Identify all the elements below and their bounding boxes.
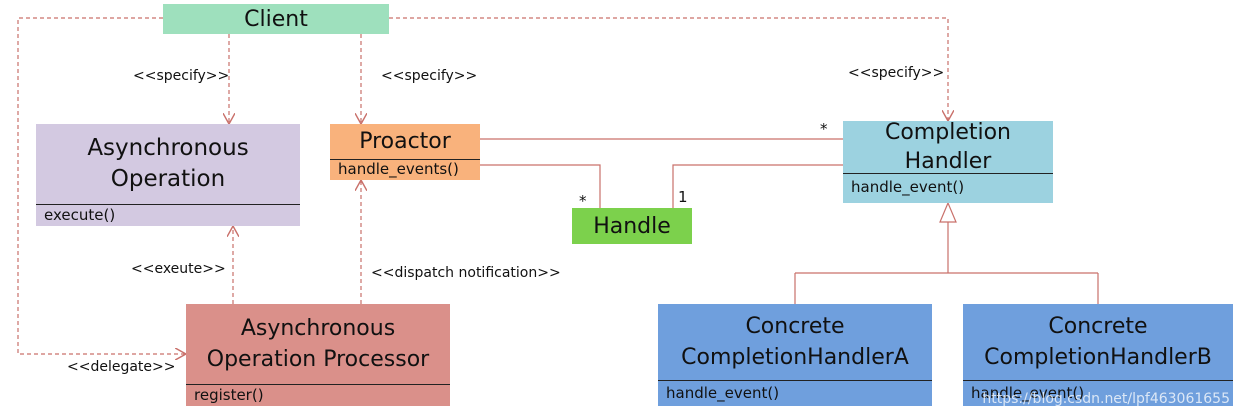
async-operation-box: Asynchronous Operation execute() bbox=[36, 124, 300, 226]
generalization-triangle bbox=[939, 201, 957, 223]
async-operation-method: execute() bbox=[36, 204, 300, 226]
multiplicity-proactor-handle: * bbox=[579, 192, 587, 210]
processor-method: register() bbox=[186, 384, 450, 406]
client-title: Client bbox=[244, 6, 308, 32]
watermark: https://blog.csdn.net/lpf463061655 bbox=[982, 391, 1230, 407]
concrete-handler-b-box: Concrete CompletionHandlerB handle_event… bbox=[963, 304, 1233, 406]
proactor-handle-association bbox=[480, 164, 601, 208]
concrete-handler-b-title: Concrete CompletionHandlerB bbox=[984, 314, 1212, 370]
delegate-label: <<delegate>> bbox=[67, 359, 176, 375]
generalization-line bbox=[794, 222, 1099, 304]
handle-box: Handle bbox=[572, 208, 692, 244]
proactor-title: Proactor bbox=[359, 129, 451, 154]
concrete-handler-a-title: Concrete CompletionHandlerA bbox=[681, 314, 909, 370]
handle-title: Handle bbox=[593, 213, 671, 239]
proactor-box: Proactor handle_events() bbox=[330, 124, 480, 180]
client-processor-delegate bbox=[17, 17, 186, 354]
completion-handler-box: Completion Handler handle_event() bbox=[843, 120, 1053, 203]
multiplicity-proactor-completion: * bbox=[820, 120, 828, 138]
specify-label-proactor: <<specify>> bbox=[381, 68, 478, 84]
specify-label-completion: <<specify>> bbox=[848, 65, 945, 81]
multiplicity-completion-handle: 1 bbox=[678, 188, 688, 206]
processor-box: Asynchronous Operation Processor registe… bbox=[186, 304, 450, 406]
completion-handle-association bbox=[672, 164, 843, 208]
concrete-handler-b-method: handle_event() bbox=[963, 380, 1233, 406]
dispatch-label: <<dispatch notification>> bbox=[371, 265, 561, 281]
processor-title: Asynchronous Operation Processor bbox=[206, 316, 430, 372]
concrete-handler-a-box: Concrete CompletionHandlerA handle_event… bbox=[658, 304, 932, 406]
specify-label-async: <<specify>> bbox=[133, 68, 230, 84]
completion-handler-title: Completion Handler bbox=[884, 120, 1011, 174]
completion-handler-method: handle_event() bbox=[843, 173, 1053, 203]
async-operation-title: Asynchronous Operation bbox=[87, 135, 249, 192]
client-box: Client bbox=[163, 4, 389, 34]
proactor-method: handle_events() bbox=[330, 159, 480, 180]
execute-label: <<exeute>> bbox=[131, 261, 226, 277]
concrete-handler-a-method: handle_event() bbox=[658, 380, 932, 406]
